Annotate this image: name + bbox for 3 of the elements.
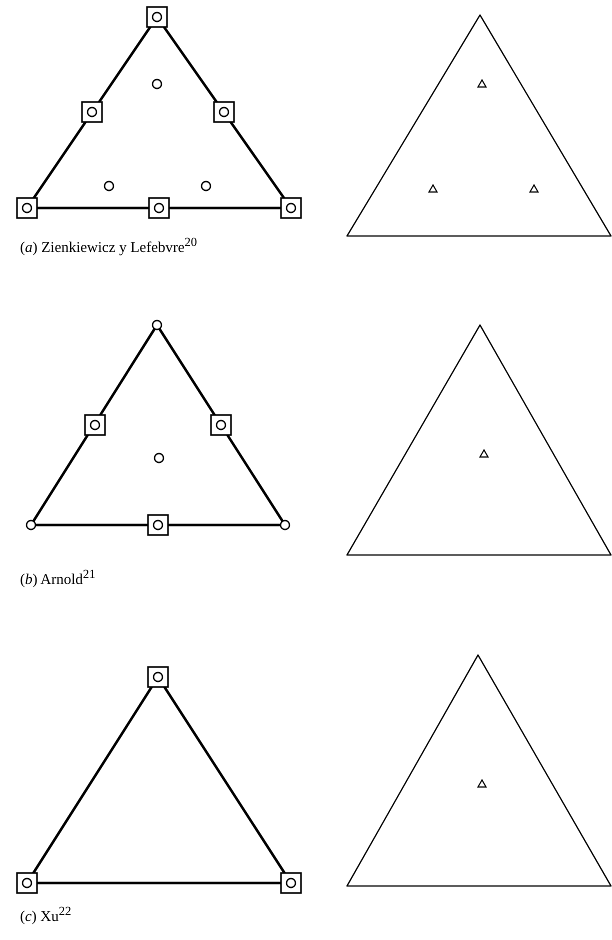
figure-caption: (a) Zienkiewicz y Lefebvre$^{20}$ — [20, 234, 197, 257]
figure-caption: (c) Xu$^{22}$ — [20, 903, 72, 926]
figure-caption: (b) Arnold$^{21}$ — [20, 566, 96, 589]
